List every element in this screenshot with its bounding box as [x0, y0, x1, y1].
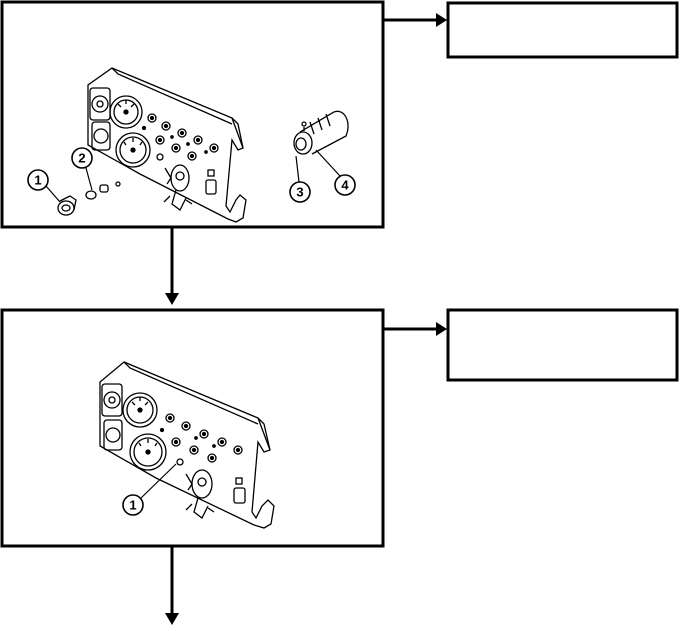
top-note-box [446, 1, 679, 59]
bottom-panel-frame [0, 308, 385, 548]
callout-2-top-label: 2 [78, 151, 85, 166]
callout-4-top-label: 4 [341, 178, 349, 193]
callout-1-bottom: 1 [122, 463, 177, 516]
top-connector-arrow [383, 13, 447, 27]
flow-arrow-top-to-bottom [165, 227, 179, 305]
bottom-illustration-panel: 1 [0, 308, 385, 548]
instrument-panel-drawing [87, 67, 247, 223]
flow-arrow-continue-down [165, 546, 179, 625]
lamp-assembly-drawing [293, 110, 349, 155]
callout-3-top: 3 [289, 155, 311, 203]
bottom-note-box [446, 308, 679, 382]
removed-lamp-parts [57, 181, 121, 216]
callout-1-top-label: 1 [34, 173, 41, 188]
callout-3-top-label: 3 [296, 185, 303, 200]
callout-2-top: 2 [71, 147, 93, 191]
callout-1-top: 1 [27, 169, 61, 203]
callout-4-top: 4 [315, 149, 356, 196]
top-illustration-panel: 1 2 3 4 [0, 0, 385, 229]
callout-1-bottom-label: 1 [129, 498, 136, 513]
top-panel-frame [0, 0, 385, 229]
bottom-connector-arrow [383, 322, 447, 336]
instrument-panel-drawing-bottom [99, 361, 275, 529]
